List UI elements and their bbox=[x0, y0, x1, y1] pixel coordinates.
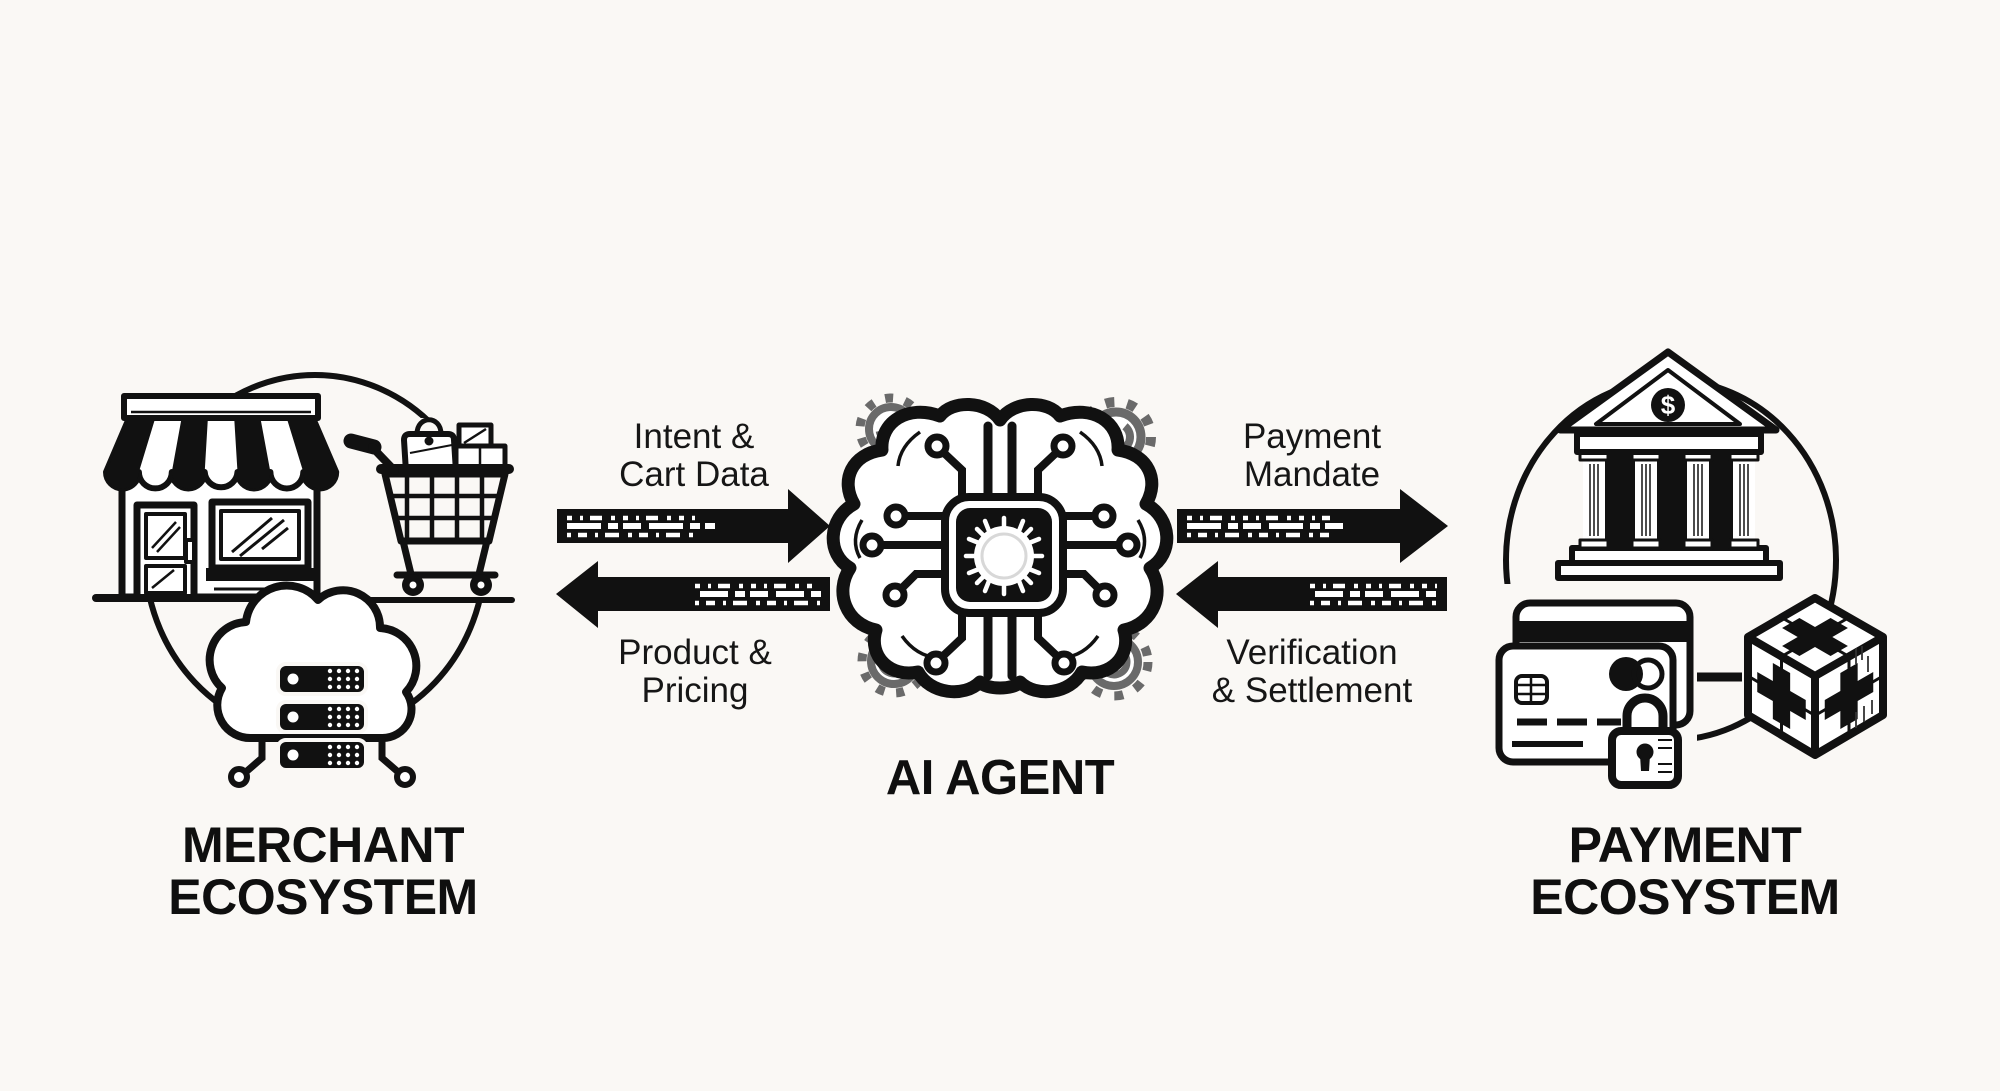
ai-agent-cluster bbox=[826, 393, 1174, 701]
shop-window bbox=[206, 498, 314, 591]
bank-columns bbox=[1578, 450, 1760, 550]
dollar-sign-icon: $ bbox=[1661, 390, 1676, 420]
payment-ecosystem-title: PAYMENT ECOSYSTEM bbox=[1435, 819, 1935, 923]
server-rack bbox=[276, 700, 368, 734]
flow-label-product-pricing: Product & Pricing bbox=[495, 634, 895, 710]
flow-label-line: Mandate bbox=[1243, 455, 1381, 494]
flow-label-line: Product & bbox=[618, 633, 772, 672]
flow-label-verification-settlement: Verification & Settlement bbox=[1112, 634, 1512, 710]
merchant-cluster bbox=[92, 372, 518, 788]
flow-label-line: & Settlement bbox=[1211, 671, 1413, 710]
title-line: ECOSYSTEM bbox=[168, 869, 478, 925]
card-network-logo bbox=[1609, 657, 1665, 691]
arrow-intent-cart bbox=[557, 489, 830, 563]
cloud-servers-icon bbox=[205, 581, 421, 788]
ai-agent-title: AI AGENT bbox=[885, 751, 1115, 805]
flow-label-line: Pricing bbox=[641, 671, 749, 710]
flow-label-line: Intent & bbox=[633, 417, 755, 456]
flow-label-line: Payment bbox=[1242, 417, 1382, 456]
flow-label-line: Cart Data bbox=[619, 455, 769, 494]
merchant-ecosystem-title: MERCHANT ECOSYSTEM bbox=[73, 819, 573, 923]
payment-cluster: $ bbox=[1492, 348, 1887, 790]
title-line: PAYMENT bbox=[1568, 817, 1802, 873]
arrow-payment-mandate bbox=[1177, 489, 1448, 563]
title-line: ECOSYSTEM bbox=[1530, 869, 1840, 925]
shop-door bbox=[133, 501, 198, 602]
padlock-icon bbox=[1608, 693, 1682, 789]
circuit-brain-icon bbox=[826, 398, 1174, 699]
flow-label-line: Verification bbox=[1226, 633, 1398, 672]
arrow-verification-settlement bbox=[1176, 561, 1447, 628]
title-line: MERCHANT bbox=[181, 817, 465, 873]
flow-label-intent-cart: Intent & Cart Data bbox=[494, 418, 894, 494]
arrow-product-pricing bbox=[556, 561, 830, 628]
flow-label-payment-mandate: Payment Mandate bbox=[1112, 418, 1512, 494]
blockchain-cube-icon bbox=[1744, 594, 1887, 759]
card-chip bbox=[1514, 674, 1549, 705]
server-rack bbox=[276, 662, 368, 696]
server-rack bbox=[276, 738, 368, 772]
shopping-cart-icon bbox=[343, 417, 518, 603]
bank-icon: $ bbox=[1555, 348, 1783, 581]
chip-icon bbox=[941, 493, 1067, 617]
storefront-icon bbox=[92, 393, 340, 602]
